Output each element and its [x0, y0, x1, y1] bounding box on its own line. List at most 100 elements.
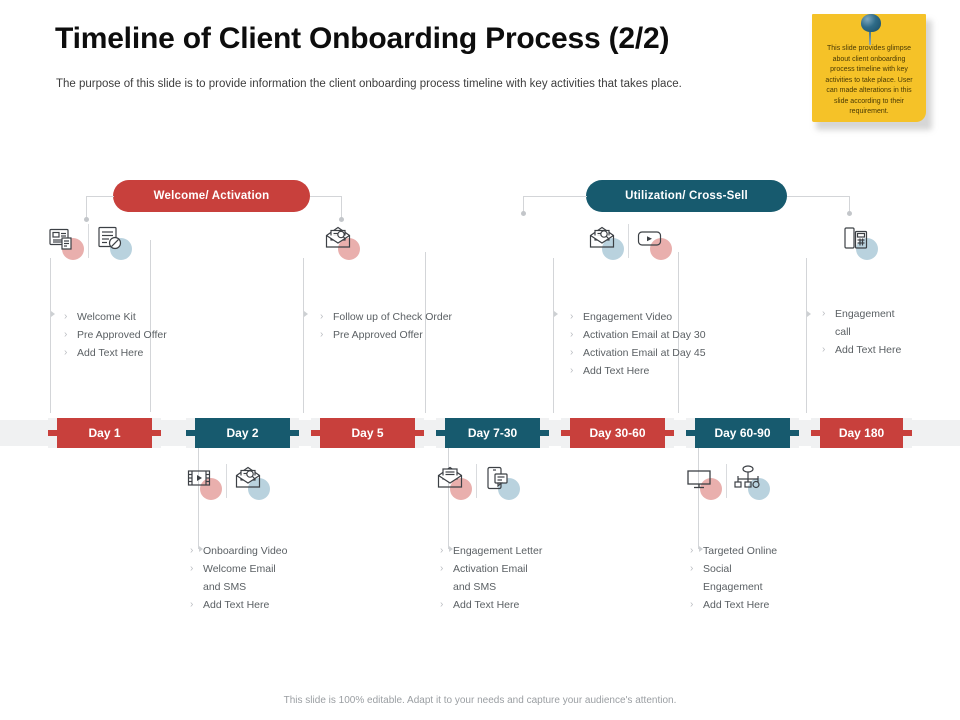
bracket-util-right-v: [849, 196, 850, 212]
icon-cluster-day-7-30: [436, 464, 520, 500]
bracket-welcome-left-dot: [84, 217, 89, 222]
chevron-right-icon: ›: [440, 563, 444, 574]
bracket-util-right-dot: [847, 211, 852, 216]
list-day-180: ›Engagement call ›Add Text Here: [822, 305, 942, 359]
chevron-right-icon: ›: [822, 344, 826, 355]
notch: [540, 418, 549, 430]
list-day-30-60: ›Engagement Video ›Activation Email at D…: [570, 308, 790, 380]
notch: [561, 436, 570, 448]
chevron-right-icon: ›: [190, 599, 194, 610]
leg-day-180: [806, 258, 807, 413]
list-item: ›Engagement Video: [570, 308, 790, 326]
phase-banner-utilization[interactable]: Utilization/ Cross-Sell: [586, 180, 787, 212]
leg-day-7-30-down: [448, 448, 449, 549]
icon-blob: [602, 238, 624, 260]
bracket-welcome-right-h: [310, 196, 342, 197]
chevron-right-icon: ›: [190, 545, 194, 556]
icon-cluster-day-2: [186, 464, 270, 500]
notch: [540, 436, 549, 448]
notch: [186, 436, 195, 448]
timeline-segment-day-30-60[interactable]: Day 30-60: [561, 418, 674, 448]
list-item-label: Engagement Letter: [453, 545, 543, 557]
footer-note: This slide is 100% editable. Adapt it to…: [283, 695, 677, 706]
notch: [48, 436, 57, 448]
timeline-segment-day-2[interactable]: Day 2: [186, 418, 299, 448]
list-item: ›Activation Email at Day 45: [570, 344, 790, 362]
phase-banner-utilization-label: Utilization/ Cross-Sell: [625, 190, 748, 202]
checklist-icon: [96, 224, 132, 260]
push-pin-head: [861, 14, 881, 32]
network-share-icon: [734, 464, 770, 500]
leg-day-60-90-down: [698, 448, 699, 549]
notch: [811, 436, 820, 448]
open-mail-icon: [324, 224, 360, 260]
notch: [415, 436, 424, 448]
list-item-label: Activation Email at Day 30: [583, 329, 706, 341]
chevron-right-icon: ›: [570, 329, 574, 340]
icon-cluster-day-5: [324, 224, 360, 260]
bracket-util-left-dot: [521, 211, 526, 216]
bracket-welcome-left-v: [86, 196, 87, 218]
open-mail-icon: [436, 464, 472, 500]
list-item: ›Add Text Here: [570, 362, 790, 380]
leg-day-5: [303, 258, 304, 413]
timeline-segment-day-1[interactable]: Day 1: [48, 418, 161, 448]
chevron-right-icon: ›: [690, 599, 694, 610]
bracket-util-left-v: [523, 196, 524, 212]
sticky-note-text: This slide provides glimpse about client…: [825, 45, 913, 115]
chevron-right-icon: ›: [320, 329, 324, 340]
bracket-welcome-right-dot: [339, 217, 344, 222]
list-item-label: Targeted Online: [703, 545, 778, 557]
video-play-icon: [636, 224, 672, 260]
list-item-label: Follow up of Check Order: [333, 311, 453, 323]
leg-day-1: [50, 258, 51, 413]
arrow-day-1: [51, 311, 55, 317]
notch: [561, 418, 570, 430]
icon-separator: [226, 464, 227, 498]
timeline-segment-label: Day 1: [88, 426, 121, 440]
chevron-right-icon: ›: [570, 365, 574, 376]
notch: [415, 418, 424, 430]
phone-calculator-icon: [842, 224, 878, 260]
notch: [790, 418, 799, 430]
list-item: ›Targeted Online: [690, 542, 890, 560]
timeline-segment-day-5[interactable]: Day 5: [311, 418, 424, 448]
icon-cluster-day-180: [842, 224, 878, 260]
phase-banner-welcome-label: Welcome/ Activation: [153, 190, 270, 202]
icon-separator: [726, 464, 727, 498]
notch: [290, 436, 299, 448]
phase-banner-welcome[interactable]: Welcome/ Activation: [113, 180, 310, 212]
list-item: ›Welcome Kit: [64, 308, 264, 326]
timeline-segment-day-180[interactable]: Day 180: [811, 418, 912, 448]
timeline-segment-day-7-30[interactable]: Day 7-30: [436, 418, 549, 448]
notch: [436, 418, 445, 430]
timeline-segment-label: Day 5: [351, 426, 384, 440]
bracket-util-left-h: [523, 196, 587, 197]
arrow-day-7-30: [449, 546, 453, 552]
chevron-right-icon: ›: [64, 311, 68, 322]
notch: [311, 418, 320, 430]
list-item: ›Engagement call: [822, 305, 942, 341]
leg-day-2-down: [198, 448, 199, 549]
notch: [152, 436, 161, 448]
bracket-util-right-h: [787, 196, 850, 197]
list-item-label: Onboarding Video: [203, 545, 288, 557]
notch: [686, 418, 695, 430]
chevron-right-icon: ›: [440, 599, 444, 610]
arrow-day-60-90: [699, 546, 703, 552]
chevron-right-icon: ›: [570, 347, 574, 358]
notch: [152, 418, 161, 430]
open-mail-icon: [588, 224, 624, 260]
arrow-day-180: [807, 311, 811, 317]
icon-cluster-day-30-60: [588, 224, 672, 260]
icon-cluster-day-1: [48, 224, 132, 260]
list-item-label: Pre Approved Offer: [333, 329, 423, 341]
list-item-label: Social Engagement: [703, 563, 763, 593]
film-play-icon: [186, 464, 222, 500]
list-item-label: Engagement call: [835, 308, 895, 338]
icon-blob: [338, 238, 360, 260]
timeline-segment-label: Day 180: [838, 426, 885, 440]
chevron-right-icon: ›: [440, 545, 444, 556]
list-item: › Pre Approved Offer: [320, 326, 530, 344]
timeline-segment-day-60-90[interactable]: Day 60-90: [686, 418, 799, 448]
